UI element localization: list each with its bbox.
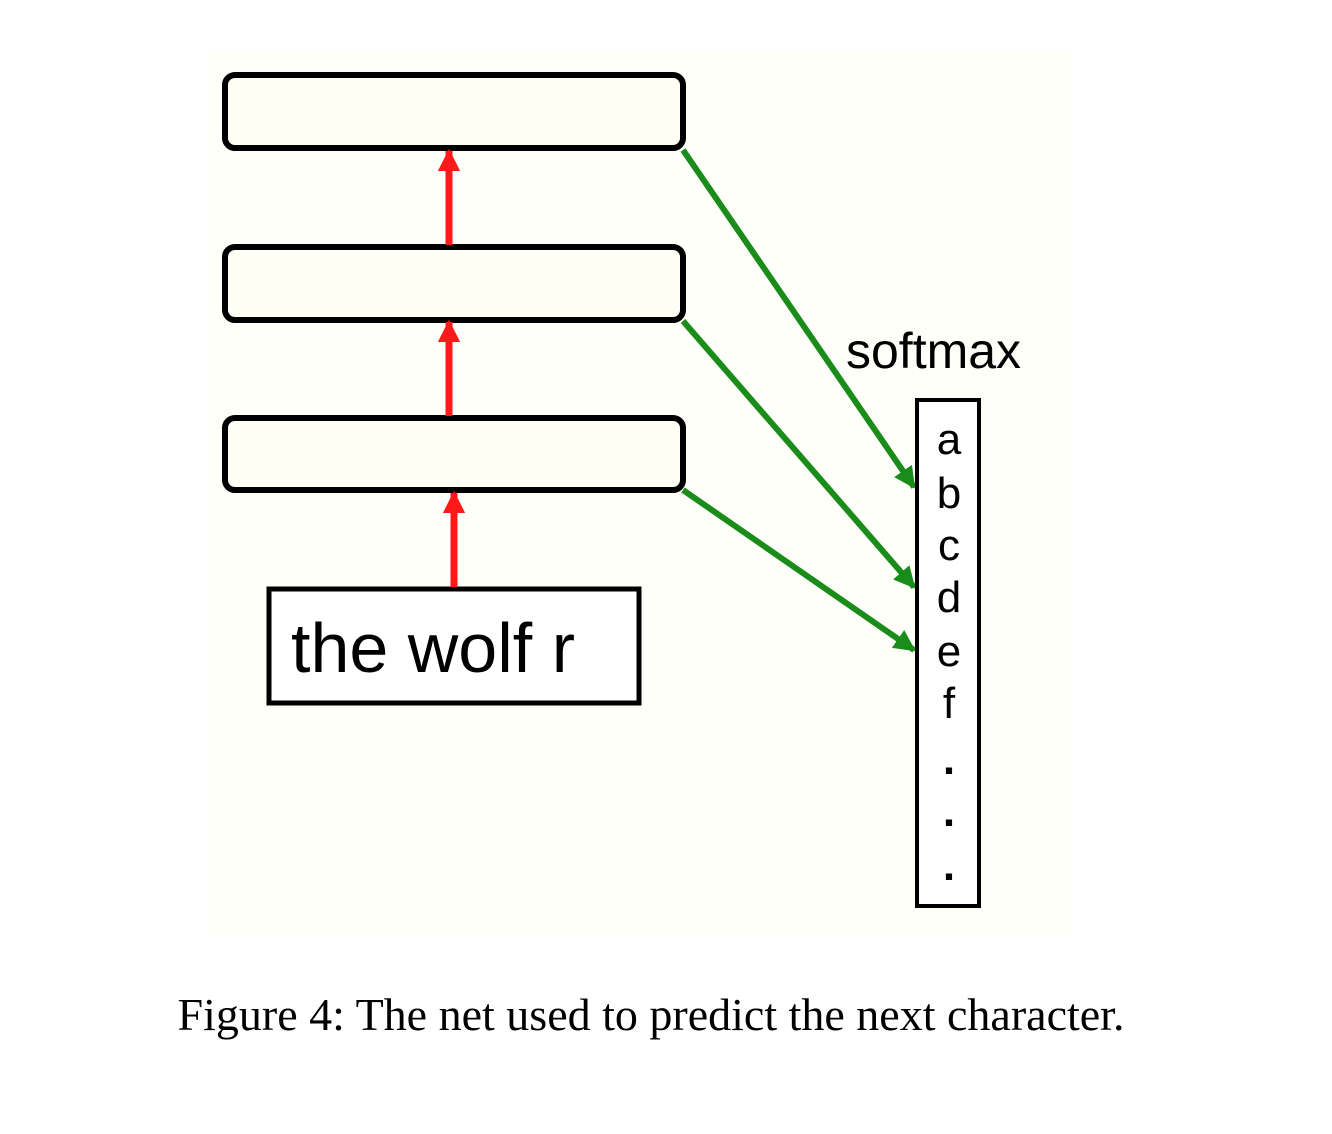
softmax-item-dot-1: . xyxy=(943,735,955,784)
figure-caption: Figure 4: The net used to predict the ne… xyxy=(177,989,1125,1040)
hidden-layer-2-box xyxy=(222,244,686,323)
softmax-item-b: b xyxy=(937,469,961,518)
hidden3-to-softmax-arrow xyxy=(680,148,917,489)
softmax-item-d: d xyxy=(937,573,961,622)
softmax-label: softmax xyxy=(846,323,1021,379)
softmax-items: a b c d e f . . . xyxy=(937,415,962,890)
hidden1-to-softmax-arrow xyxy=(681,487,916,653)
softmax-item-dot-3: . xyxy=(943,841,955,890)
hidden-layer-3-box xyxy=(222,72,686,151)
hidden2-to-softmax-arrow xyxy=(680,319,917,589)
softmax-item-a: a xyxy=(937,415,962,464)
softmax-column xyxy=(915,398,981,908)
softmax-item-c: c xyxy=(938,521,960,570)
softmax-item-f: f xyxy=(943,679,956,728)
softmax-item-dot-2: . xyxy=(943,787,955,836)
softmax-item-e: e xyxy=(937,627,961,676)
input-box xyxy=(266,586,642,706)
input-text: the wolf r xyxy=(291,609,575,687)
hidden-layer-1-box xyxy=(222,415,686,493)
